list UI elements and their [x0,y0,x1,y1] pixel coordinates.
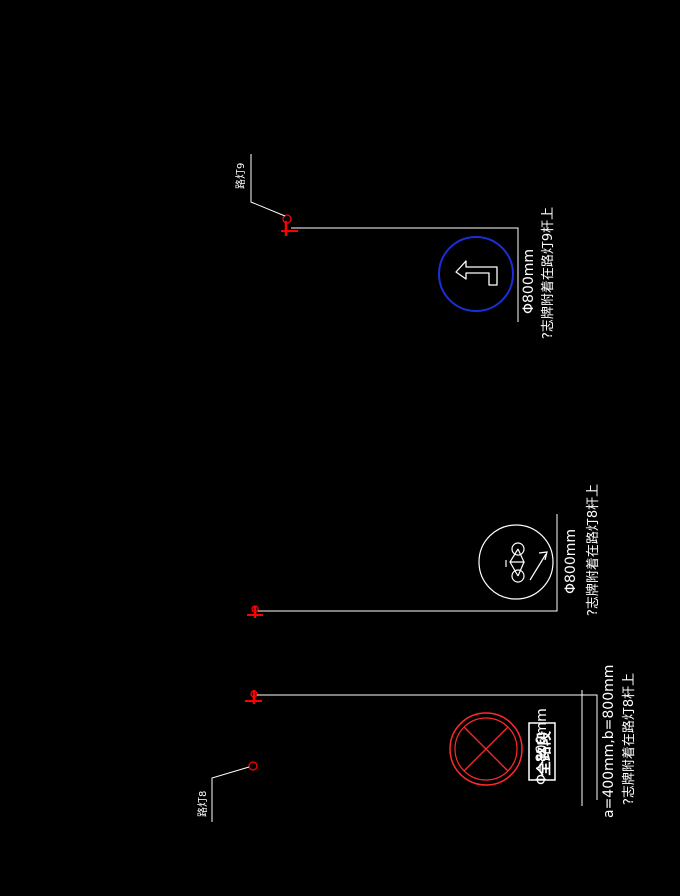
bicycle-sign-arm [258,514,558,612]
lamp9-label: 路灯9 [234,163,247,189]
lamp8-label: 路灯8 [196,791,209,817]
no-stopping-icon [463,726,509,772]
lamp9-pole-group: 路灯9 [234,154,298,236]
bicycle-icon [505,542,548,583]
lamp8-label-group: 路灯8 [196,761,258,822]
bicycle-sign-note: ?志牌附着在路灯8杆上 [585,484,601,616]
right-turn-arrow-icon [455,260,498,286]
lamp8-pole-marker [248,761,258,771]
bicycle-sign-ring [478,524,554,600]
no-stopping-size-rect: a=400mm,b=800mm [601,665,617,818]
right-turn-sign: Φ800mm ?志牌附着在路灯9杆上 [438,207,556,339]
bicycle-sign: Φ800mm ?志牌附着在路灯8杆上 [478,484,601,616]
lamp8-bicycle-pole-group [247,605,263,618]
no-stopping-size-circle: Φ=800mm [534,708,550,785]
bicycle-sign-size: Φ800mm [563,529,579,594]
no-stopping-sign: 全路段 Φ=800mm a=400mm,b=800mm ?志牌附着在路灯8杆上 [449,665,637,818]
no-stopping-sign-arm [257,694,598,800]
lamp9-leader-line [250,154,286,217]
lamp8-leader-line [211,766,250,822]
right-turn-sign-size: Φ800mm [521,249,537,314]
lamp8-no-stopping-pole-group [245,690,262,704]
lamp9-sign-arm [291,227,519,322]
no-stopping-sign-inner [454,717,518,781]
right-turn-sign-ring [438,236,514,312]
no-stopping-note: ?志牌附着在路灯8杆上 [621,673,637,805]
no-stopping-plate [528,722,556,781]
no-stopping-sign-outer [449,712,523,786]
no-stopping-plate-text: 全路段 [535,731,553,777]
right-turn-sign-note: ?志牌附着在路灯9杆上 [540,207,556,339]
